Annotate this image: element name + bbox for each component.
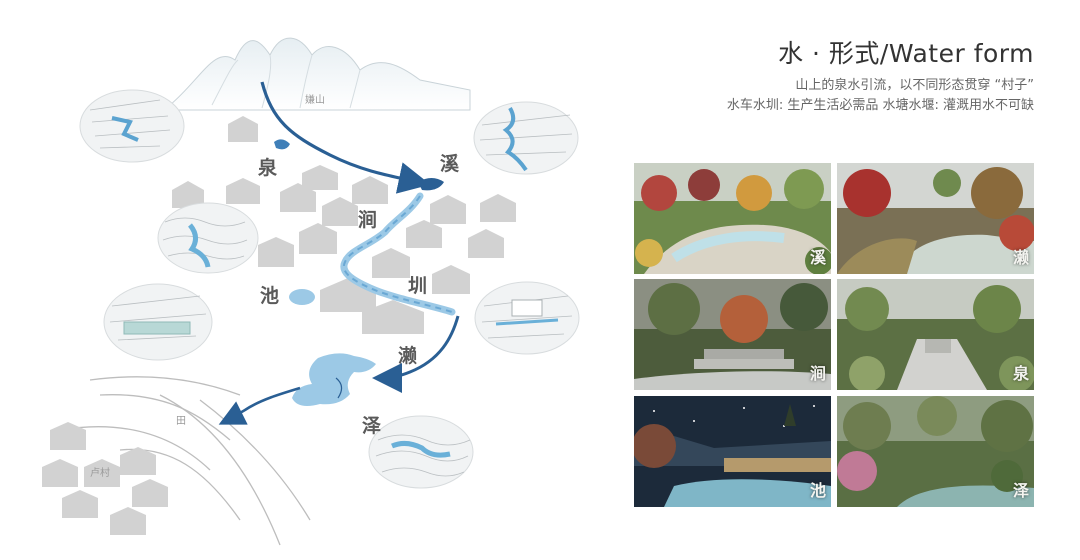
house	[42, 459, 78, 487]
spring-to-stream-arrow	[260, 81, 431, 194]
house	[120, 447, 156, 475]
house	[302, 165, 338, 190]
marsh-water	[292, 353, 376, 406]
label-zhen: 圳	[408, 275, 427, 297]
photo-quan: 泉	[837, 279, 1034, 390]
marsh-to-field-arrow	[218, 386, 301, 425]
label-chi: 池	[260, 284, 279, 307]
photo-quan-label: 泉	[1012, 364, 1029, 383]
photo-grid: 溪 濑 涧	[634, 163, 1036, 507]
house	[406, 220, 442, 248]
label-village: 卢村	[90, 466, 110, 479]
photo-xi: 溪	[634, 163, 831, 274]
gully-channel-core	[342, 195, 453, 313]
mountain-illustration	[169, 37, 471, 111]
vignette-pond	[157, 202, 259, 274]
photo-xi-label: 溪	[809, 248, 826, 267]
house	[362, 300, 424, 334]
photo-jian: 涧	[634, 279, 831, 390]
photo-jian-image	[634, 279, 831, 390]
label-quan: 泉	[257, 156, 278, 179]
house	[432, 265, 470, 294]
photo-lai-label: 濑	[1012, 248, 1029, 267]
mountain-label: 嫌山	[305, 93, 325, 106]
house	[352, 176, 388, 204]
field-lines	[59, 376, 311, 546]
photo-ze: 泽	[837, 396, 1034, 507]
page-title: 水 · 形式/Water form	[778, 39, 1034, 68]
vignette-terrace	[103, 283, 213, 361]
photo-quan-image	[837, 279, 1034, 390]
label-jian: 涧	[358, 209, 377, 231]
vignette-channel	[474, 281, 580, 355]
house	[430, 195, 466, 224]
vignette-spring	[79, 89, 185, 163]
house	[84, 459, 120, 487]
house	[226, 178, 260, 204]
house	[468, 229, 504, 258]
house	[228, 116, 258, 142]
house	[322, 197, 358, 226]
vignette-marsh	[368, 415, 474, 489]
photo-lai-image	[837, 163, 1034, 274]
photo-jian-label: 涧	[809, 364, 826, 383]
label-tian: 田	[176, 416, 186, 427]
photo-lai: 濑	[837, 163, 1034, 274]
house	[50, 422, 86, 450]
house	[132, 479, 168, 507]
pool-chi	[289, 289, 315, 305]
house	[258, 237, 294, 267]
photo-chi: 池	[634, 396, 831, 507]
photo-ze-image	[837, 396, 1034, 507]
water-flow	[218, 81, 460, 425]
vignette-stream	[473, 101, 579, 175]
subtitle-line-1: 山上的泉水引流，以不同形态贯穿 “村子”	[795, 78, 1034, 93]
house	[110, 507, 146, 535]
photo-xi-image	[634, 163, 831, 274]
vignette-circles	[79, 89, 580, 489]
house	[299, 223, 337, 254]
label-xi: 溪	[440, 153, 460, 175]
trench-to-rapids-arrow	[372, 315, 460, 393]
photo-chi-label: 池	[809, 481, 826, 500]
house	[62, 490, 98, 518]
photo-ze-label: 泽	[1012, 481, 1029, 500]
subtitle-line-2: 水车水圳: 生产生活必需品 水塘水堰: 灌溉用水不可缺	[726, 98, 1034, 113]
water-flow-map: 嫌山	[42, 37, 580, 546]
spring-pool	[274, 139, 290, 150]
title-block: 水 · 形式/Water form 山上的泉水引流，以不同形态贯穿 “村子” 水…	[727, 34, 1034, 116]
house	[372, 248, 410, 278]
stream-pool	[418, 178, 444, 191]
label-ze: 泽	[362, 415, 381, 437]
house	[480, 194, 516, 222]
photo-chi-image	[634, 396, 831, 507]
label-lai: 濑	[398, 344, 417, 367]
